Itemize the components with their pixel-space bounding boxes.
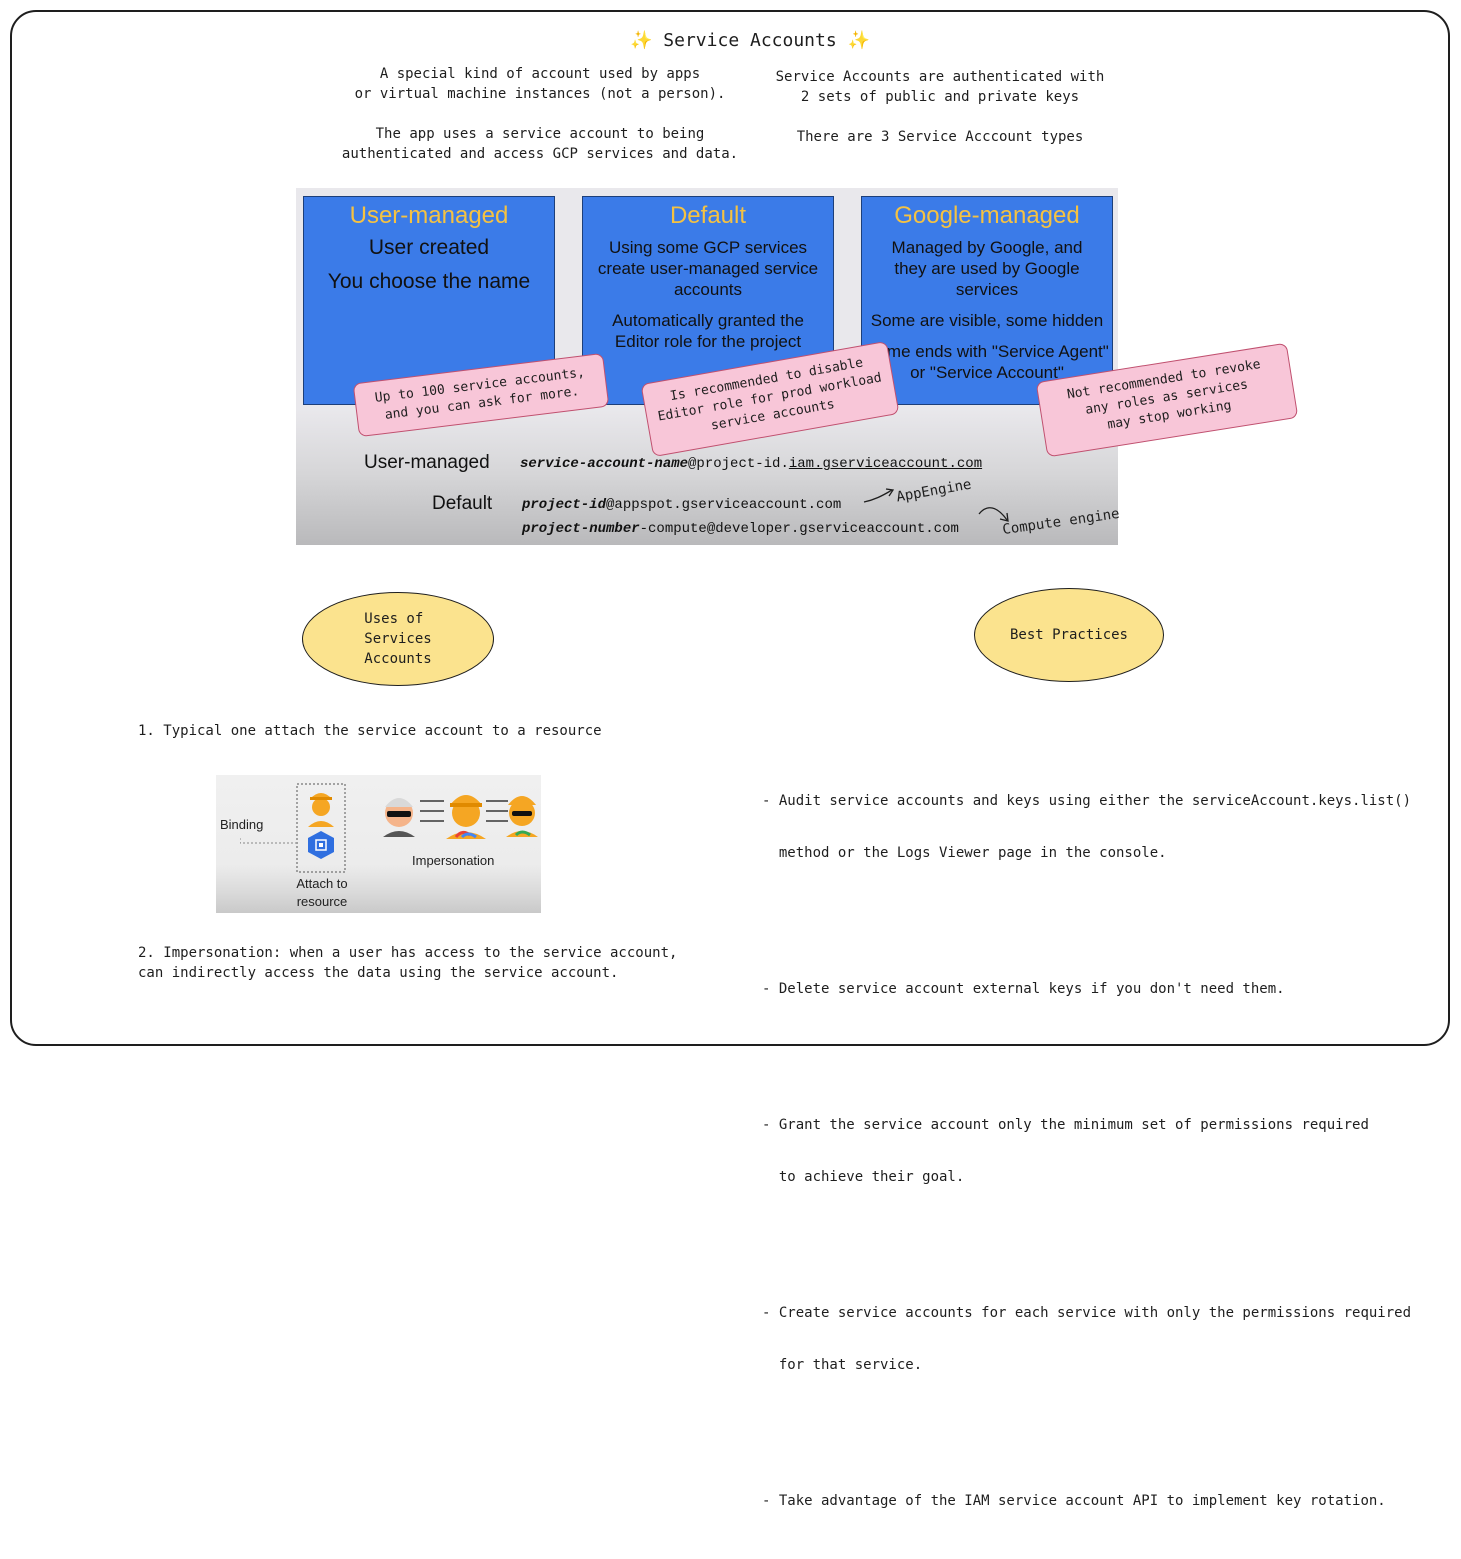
email-domain-part: -compute@developer.gserviceaccount.com	[639, 521, 959, 537]
card-line: Editor role for the project	[614, 332, 802, 351]
best-practice-item: - Take advantage of the IAM service acco…	[762, 1493, 1386, 1509]
email-mid-part: @project-id.	[688, 456, 789, 472]
sparkle-icon: ✨	[847, 30, 870, 51]
intro-line: There are 3 Service Acccount types	[796, 129, 1084, 145]
email-name-part: project-number	[522, 521, 640, 537]
email-default-compute: project-number-compute@developer.gservic…	[522, 521, 959, 537]
card-title: User-managed	[349, 202, 509, 229]
card-default: Default Using some GCP services create u…	[582, 196, 834, 405]
card-line: or "Service Account"	[910, 363, 1064, 382]
email-user-managed: service-account-name@project-id.iam.gser…	[520, 456, 982, 472]
binding-label: Binding	[220, 817, 264, 832]
impersonation-label: Impersonation	[412, 853, 495, 868]
intro-right: Service Accounts are authenticated with …	[760, 67, 1120, 147]
bubble-line: Accounts	[364, 651, 432, 667]
card-line: Automatically granted the	[612, 311, 804, 330]
card-line: Managed by Google, and	[891, 238, 1083, 257]
card-line: Some are visible, some hidden	[870, 311, 1104, 330]
bubble-line: Services	[364, 631, 432, 647]
intro-left: A special kind of account used by apps o…	[330, 64, 750, 164]
uses-bubble: Uses of Services Accounts	[302, 592, 494, 686]
bubble-line: Uses of	[364, 611, 424, 627]
intro-line: authenticated and access GCP services an…	[341, 146, 739, 162]
card-line: they are used by Google	[894, 259, 1080, 278]
intro-line: Service Accounts are authenticated with	[775, 69, 1105, 85]
arrow-appengine-icon	[863, 488, 895, 503]
email-label-user-managed: User-managed	[364, 452, 490, 473]
card-google-managed: Google-managed Managed by Google, and th…	[861, 196, 1113, 405]
attach-label: Attach to resource	[296, 876, 348, 909]
title-text: Service Accounts	[663, 30, 837, 51]
intro-line: or virtual machine instances (not a pers…	[354, 86, 726, 102]
email-domain-part: @appspot.gserviceaccount.com	[606, 497, 842, 513]
bubble-label: Best Practices	[1009, 627, 1128, 643]
card-line: Using some GCP services	[608, 238, 808, 257]
best-practice-item: - Create service accounts for each servi…	[762, 1305, 1412, 1373]
diagram-title: ✨ Service Accounts ✨	[600, 30, 900, 51]
card-line: accounts	[673, 280, 743, 299]
intro-line: A special kind of account used by apps	[379, 66, 701, 82]
email-name-part: project-id	[522, 497, 607, 513]
card-line: Name ends with "Service Agent"	[865, 342, 1109, 361]
agent-icon	[383, 798, 415, 837]
email-domain-link[interactable]: iam.gserviceaccount.com	[788, 456, 983, 472]
best-practice-item: - Grant the service account only the min…	[762, 1117, 1369, 1185]
card-title: Default	[669, 202, 747, 229]
email-name-part: service-account-name	[520, 456, 689, 472]
best-practice-item: - Delete service account external keys i…	[762, 981, 1285, 997]
uses-item-1: 1. Typical one attach the service accoun…	[138, 723, 602, 739]
card-line: services	[955, 280, 1019, 299]
best-practice-item: - Audit service accounts and keys using …	[762, 793, 1412, 861]
canvas-frame	[10, 10, 1450, 1046]
email-default-appengine: project-id@appspot.gserviceaccount.com	[522, 497, 841, 513]
card-line: create user-managed service	[597, 259, 819, 278]
worker-icon	[446, 795, 486, 839]
card-title: Google-managed	[894, 202, 1080, 229]
service-account-usage-image: Binding	[216, 775, 541, 913]
arrow-compute-icon	[978, 507, 1009, 522]
card-line: You choose the name	[327, 270, 531, 293]
intro-line: The app uses a service account to being	[375, 126, 705, 142]
best-practices-bubble: Best Practices	[974, 588, 1164, 682]
card-line: User created	[368, 236, 490, 259]
arrows-icon	[420, 800, 508, 822]
worker-agent-icon	[506, 796, 538, 837]
uses-item-2: 2. Impersonation: when a user has access…	[138, 945, 678, 981]
email-label-default: Default	[432, 493, 493, 514]
compute-engine-icon	[308, 831, 334, 859]
sparkle-icon: ✨	[630, 30, 653, 51]
intro-line: 2 sets of public and private keys	[800, 89, 1080, 105]
worker-icon	[308, 793, 334, 827]
usage-illustration	[240, 783, 538, 873]
card-user-managed: User-managed User created You choose the…	[303, 196, 555, 405]
best-practices-list: - Audit service accounts and keys using …	[762, 727, 1411, 1559]
